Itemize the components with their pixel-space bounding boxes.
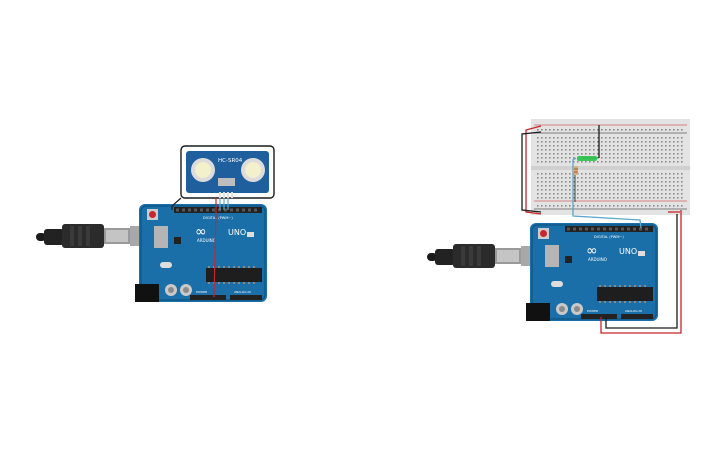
sensor-model-label: HC-SR04	[218, 158, 243, 164]
arduino-logo-icon: ∞	[195, 224, 207, 240]
power-label: POWER	[587, 309, 598, 313]
analog-label: ANALOG IN	[625, 309, 642, 313]
reset-button[interactable]	[540, 230, 547, 237]
arduino-board-right[interactable]: DIGITAL (PWM~) ∞ UNO ARDUINO	[526, 223, 658, 321]
ultrasonic-sensor[interactable]: HC-SR04	[180, 145, 275, 199]
breadboard[interactable]	[531, 119, 690, 215]
arduino-label: ARDUINO	[197, 238, 216, 243]
left-wires	[171, 197, 229, 298]
analog-label: ANALOG IN	[234, 290, 251, 294]
reset-button[interactable]	[149, 211, 156, 218]
arduino-board-left[interactable]: DIGITAL (PWM~) ∞ UNO ARDUINO	[135, 204, 267, 302]
uno-label: UNO	[228, 228, 246, 237]
led[interactable]	[577, 156, 599, 161]
power-jack-icon	[135, 284, 159, 302]
resistor[interactable]	[574, 166, 578, 175]
uno-label: UNO	[619, 247, 637, 256]
left-circuit[interactable]: DIGITAL (PWM~) ∞ UNO ARDUINO	[36, 145, 275, 302]
power-jack-icon	[526, 303, 550, 321]
arduino-label: ARDUINO	[588, 257, 607, 262]
digital-header-label: DIGITAL (PWM~)	[203, 216, 233, 220]
power-label: POWER	[196, 290, 207, 294]
right-wires	[521, 125, 682, 334]
right-circuit[interactable]: DIGITAL (PWM~) ∞ UNO ARDUINO	[427, 119, 690, 334]
arduino-logo-icon: ∞	[586, 243, 598, 259]
digital-header-label: DIGITAL (PWM~)	[594, 235, 624, 239]
